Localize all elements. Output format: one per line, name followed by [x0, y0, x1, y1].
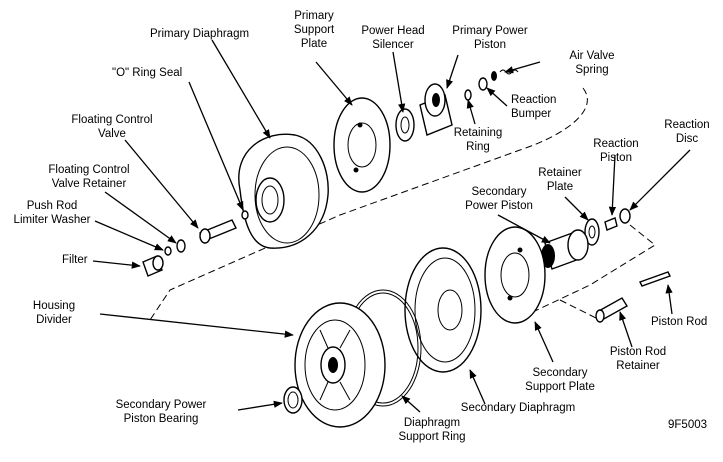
- primary-diaphragm-part: [238, 133, 329, 249]
- label-floating-control-valve-retainer-line2: Valve Retainer: [52, 178, 127, 190]
- secondary-diaphragm-part: [404, 247, 482, 373]
- part-labels: Primary Diaphragm Primary Support Plate …: [14, 10, 710, 443]
- label-primary-power-piston-line2: Piston: [474, 39, 506, 51]
- assembly-axis-lines: [149, 87, 656, 321]
- label-push-rod-limiter-washer: Push Rod: [27, 200, 78, 212]
- label-retaining-ring: Retaining: [454, 127, 503, 139]
- secondary-power-piston-part: [541, 229, 589, 270]
- label-secondary-power-piston-bearing-line2: Piston Bearing: [124, 413, 199, 425]
- label-piston-rod-retainer-line2: Retainer: [616, 360, 660, 372]
- label-air-valve-spring-line2: Spring: [575, 64, 608, 76]
- label-retainer-plate-line2: Plate: [547, 181, 573, 193]
- label-power-head-silencer: Power Head: [361, 25, 424, 37]
- label-primary-support-plate-line3: Plate: [301, 38, 327, 50]
- housing-divider-part: [294, 302, 386, 428]
- floating-control-valve-part: [199, 210, 249, 244]
- small-primary-parts: [464, 69, 519, 101]
- label-filter: Filter: [62, 254, 88, 266]
- label-power-head-silencer-line2: Silencer: [372, 39, 414, 51]
- label-push-rod-limiter-washer-line2: Limiter Washer: [14, 214, 91, 226]
- label-diaphragm-support-ring-line2: Support Ring: [398, 431, 465, 443]
- primary-power-piston-part: [419, 83, 453, 136]
- label-primary-diaphragm: Primary Diaphragm: [150, 28, 249, 40]
- power-head-silencer-part: [395, 108, 415, 142]
- label-housing-divider-line2: Divider: [36, 314, 72, 326]
- label-secondary-diaphragm: Secondary Diaphragm: [461, 402, 575, 414]
- label-air-valve-spring: Air Valve: [569, 50, 614, 62]
- primary-support-plate-part: [333, 97, 391, 193]
- label-floating-control-valve-retainer: Floating Control: [48, 164, 129, 176]
- valve-retainer-washer-filter: [142, 239, 186, 277]
- label-reaction-bumper-line2: Bumper: [511, 108, 551, 120]
- label-o-ring-seal: "O" Ring Seal: [112, 67, 182, 79]
- label-reaction-disc: Reaction: [664, 119, 709, 131]
- label-primary-power-piston: Primary Power: [452, 25, 528, 37]
- label-primary-support-plate-line2: Support: [294, 24, 335, 36]
- figure-code: 9F5003: [668, 419, 707, 431]
- label-reaction-piston: Reaction: [593, 138, 638, 150]
- reaction-disc-piston-part: [604, 208, 631, 231]
- label-reaction-bumper: Reaction: [511, 94, 556, 106]
- label-floating-control-valve: Floating Control: [71, 114, 152, 126]
- label-reaction-disc-line2: Disc: [676, 133, 699, 145]
- label-piston-rod: Piston Rod: [651, 316, 707, 328]
- label-secondary-power-piston-upper-line2: Power Piston: [465, 200, 533, 212]
- secondary-power-piston-bearing-part: [283, 386, 303, 414]
- label-secondary-support-plate: Secondary: [533, 367, 588, 379]
- label-secondary-power-piston-bearing: Secondary Power: [116, 399, 207, 411]
- label-secondary-power-piston-upper: Secondary: [472, 186, 527, 198]
- label-floating-control-valve-line2: Valve: [98, 128, 126, 140]
- label-reaction-piston-line2: Piston: [600, 152, 632, 164]
- retainer-plate-part: [584, 218, 600, 246]
- label-secondary-support-plate-line2: Support Plate: [525, 381, 595, 393]
- label-housing-divider: Housing: [33, 300, 75, 312]
- label-diaphragm-support-ring: Diaphragm: [404, 417, 460, 429]
- label-retaining-ring-line2: Ring: [466, 141, 490, 153]
- label-retainer-plate: Retainer: [538, 167, 582, 179]
- label-primary-support-plate: Primary: [294, 10, 334, 22]
- secondary-support-plate-part: [484, 226, 546, 324]
- leader-lines: [92, 39, 691, 413]
- label-piston-rod-retainer: Piston Rod: [610, 346, 666, 358]
- piston-rod-parts: [595, 271, 671, 323]
